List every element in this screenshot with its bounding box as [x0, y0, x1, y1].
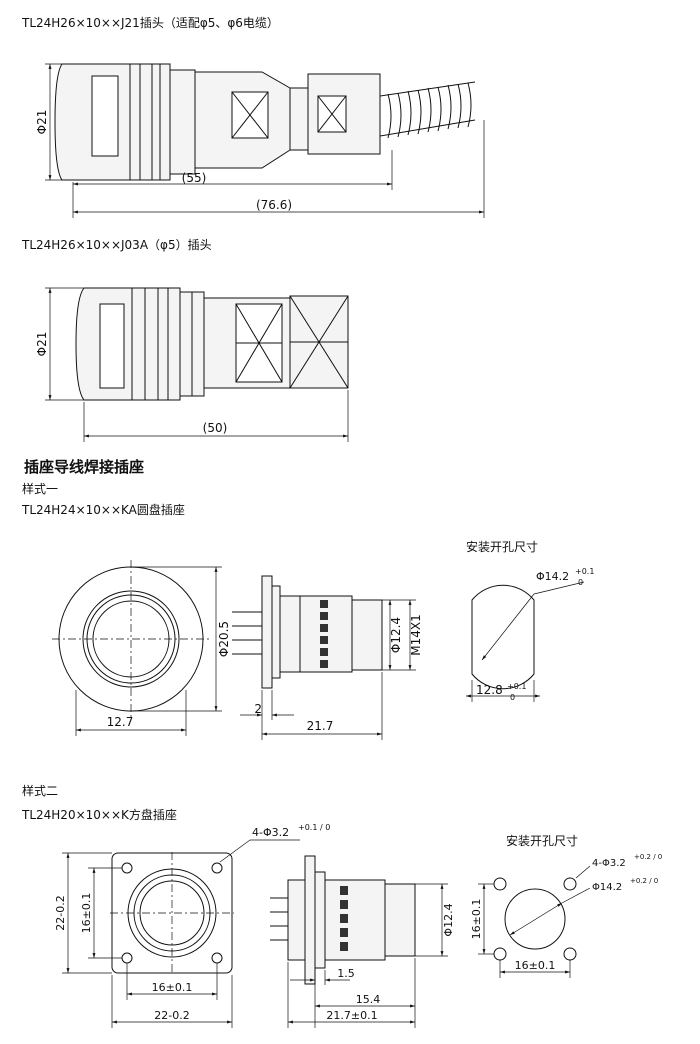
style2-mount-hole — [478, 865, 591, 978]
style2-dim-pitch-v: 16±0.1 — [80, 893, 93, 934]
style1-title: TL24H24×10××KA圆盘插座 — [22, 503, 185, 517]
style2-mount-pitch-h: 16±0.1 — [515, 959, 556, 972]
style1-dim-length: 21.7 — [307, 719, 334, 733]
style2-mount-dia: Φ14.2 — [592, 882, 622, 893]
style2-mount-holes: 4-Φ3.2 — [592, 858, 626, 869]
style2-side-view — [270, 855, 448, 1028]
style2-front-view — [62, 839, 300, 1028]
style1-dim-flange: Φ20.5 — [217, 621, 231, 657]
style2-mount-label: 安装开孔尺寸 — [506, 834, 579, 848]
style1-label: 样式一 — [22, 482, 59, 496]
plug1-title: TL24H26×10××J21插头（适配φ5、φ6电缆） — [22, 16, 279, 30]
style2-dim-thick: 1.5 — [337, 967, 355, 980]
style2-dim-flange-v: 22-0.2 — [54, 895, 67, 930]
style2-dim-body-len: 15.4 — [356, 993, 381, 1006]
style2-mount-holes-tol: +0.2 / 0 — [634, 853, 662, 861]
style1-mount-label: 安装开孔尺寸 — [466, 540, 539, 554]
plug2-title: TL24H26×10××J03A（φ5）插头 — [22, 238, 212, 252]
style1-hole-flat-tol-lower: 0 — [510, 693, 515, 702]
style1-hole-dia: Φ14.2 — [536, 570, 569, 583]
style2-mount-pitch-v: 16±0.1 — [470, 899, 483, 940]
style1-hole-flat-tol-upper: +0.1 — [507, 682, 526, 691]
style1-hole-dia-tol-upper: +0.1 — [575, 567, 594, 576]
style1-hole-dia-tol-lower: 0 — [578, 578, 583, 587]
plug1-drawing — [45, 63, 485, 218]
plug1-dim-inner: (55) — [182, 171, 207, 185]
style2-dim-pitch-h: 16±0.1 — [152, 981, 193, 994]
plug2-dim-total: (50) — [203, 421, 228, 435]
plug1-dim-diameter: Φ21 — [35, 110, 49, 135]
plug1-dim-total: (76.6) — [256, 198, 292, 212]
style2-dim-holes-tol: +0.1 / 0 — [298, 823, 330, 832]
style2-dim-body: Φ12.4 — [442, 903, 455, 936]
style1-dim-thread: M14X1 — [409, 614, 423, 655]
style2-mount-dia-tol: +0.2 / 0 — [630, 877, 658, 885]
style1-dim-width: 12.7 — [107, 715, 134, 729]
style2-dim-flange-h: 22-0.2 — [154, 1009, 189, 1022]
plug2-drawing — [45, 287, 349, 442]
style2-dim-holes: 4-Φ3.2 — [252, 826, 289, 839]
style1-side-view — [232, 575, 416, 740]
section-heading: 插座导线焊接插座 — [24, 458, 145, 476]
style1-hole-flat: 12.8 — [476, 683, 503, 697]
style2-dim-length: 21.7±0.1 — [326, 1009, 377, 1022]
style1-front-view — [52, 560, 222, 736]
plug2-dim-diameter: Φ21 — [35, 332, 49, 357]
style1-dim-body: Φ12.4 — [389, 617, 403, 653]
style1-mount-hole — [466, 581, 585, 702]
style2-title: TL24H20×10××K方盘插座 — [22, 808, 177, 822]
style1-dim-thick: 2 — [254, 702, 262, 716]
style2-label: 样式二 — [22, 784, 59, 798]
